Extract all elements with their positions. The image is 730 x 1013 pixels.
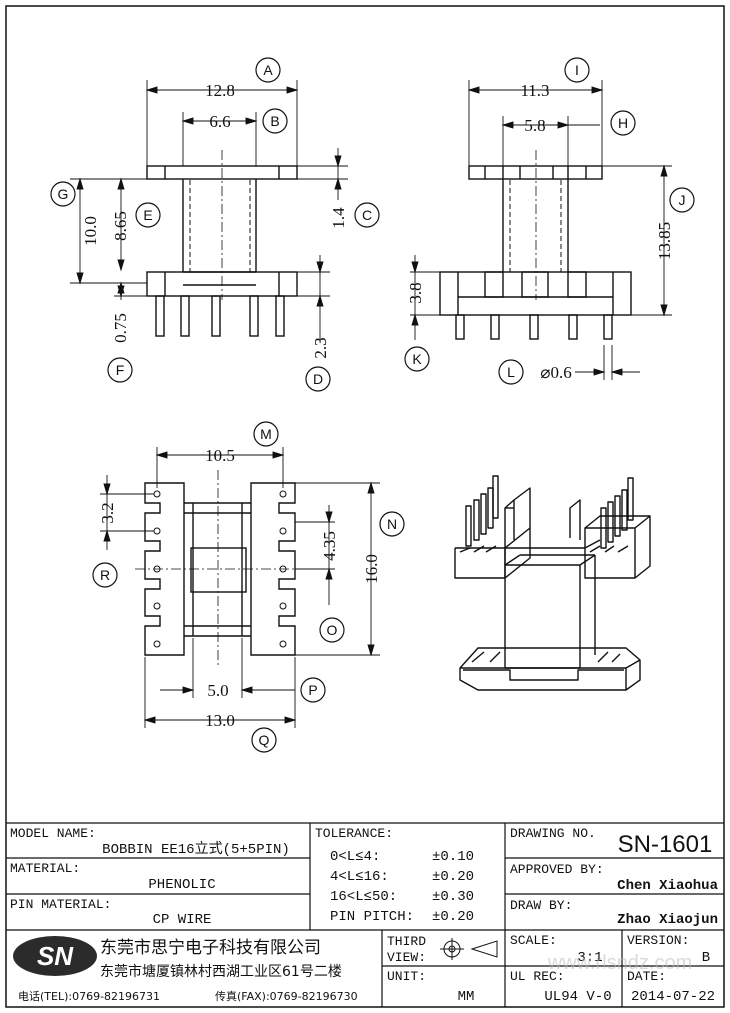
bubble-R: R (100, 567, 110, 583)
bubble-L: L (507, 364, 515, 380)
watermark: www.rlsndz.com (547, 952, 692, 974)
company-address: 东莞市塘厦镇林村西湖工业区61号二楼 (100, 963, 342, 980)
approved-by: Chen Xiaohua (617, 878, 718, 894)
side-view (439, 150, 632, 340)
scale-value: 3:1 (577, 950, 602, 966)
bubble-O: O (327, 622, 338, 638)
dim-M-value: 10.5 (205, 446, 235, 465)
tolerance-range-1: 0<L≤4: (330, 849, 380, 865)
bubble-letters: A B C D E F G H I J K L M N O P Q R (58, 62, 686, 748)
drawing-no: SN-1601 (618, 831, 713, 858)
drawing-border (5, 5, 725, 1008)
model-name-label: MODEL NAME: (10, 826, 96, 841)
bubble-M: M (260, 426, 272, 442)
bubble-P: P (308, 682, 317, 698)
dim-G-value: 10.0 (81, 216, 100, 246)
unit-value: MM (458, 989, 475, 1005)
tolerance-range-3: 16<L≤50: (330, 889, 397, 905)
third-view-label-2: VIEW: (387, 950, 426, 965)
bubble-C: C (362, 207, 372, 223)
company-fax: 传真(FAX):0769-82196730 (215, 989, 358, 1003)
dim-N-value: 16.0 (362, 554, 381, 584)
front-dimension-lines (70, 80, 348, 340)
material-value: PHENOLIC (148, 877, 215, 893)
scale-label: SCALE: (510, 933, 557, 948)
dim-L-value: ⌀0.6 (540, 363, 572, 382)
third-angle-projection-icon (440, 938, 498, 960)
company-name: 东莞市思宁电子科技有限公司 (100, 938, 321, 958)
dim-P-value: 5.0 (207, 681, 228, 700)
model-name: BOBBIN EE16立式(5+5PIN) (102, 841, 290, 858)
company-logo-text: SN (37, 941, 74, 971)
unit-label: UNIT: (387, 969, 426, 984)
dim-Q-value: 13.0 (205, 711, 235, 730)
third-view-label-1: THIRD (387, 934, 426, 949)
tolerance-value-3: ±0.30 (432, 889, 474, 905)
bottom-view (135, 470, 305, 665)
side-dimension-lines (410, 80, 672, 380)
title-block-grid (6, 822, 724, 1007)
drawing-no-label: DRAWING NO. (510, 826, 596, 841)
bubble-J: J (679, 192, 686, 208)
dim-D-value: 2.3 (311, 337, 330, 358)
dim-E-value: 8.65 (111, 211, 130, 241)
dimension-texts: 12.8 6.6 10.0 8.65 0.75 1.4 2.3 11.3 5.8… (81, 81, 674, 730)
bubble-Q: Q (259, 732, 270, 748)
draw-by-label: DRAW BY: (510, 898, 572, 913)
tolerance-range-4: PIN PITCH: (330, 909, 414, 925)
dim-O-value: 4.35 (320, 531, 339, 561)
tolerance-value-1: ±0.10 (432, 849, 474, 865)
dim-B-value: 6.6 (209, 112, 230, 131)
company-tel: 电话(TEL):0769-82196731 (18, 990, 160, 1003)
pin-material-value: CP WIRE (153, 912, 212, 928)
label-bubbles (50, 57, 695, 753)
dim-J-value: 13.85 (655, 222, 674, 260)
ul-rec-label: UL REC: (510, 969, 565, 984)
ul-rec-value: UL94 V-0 (544, 989, 611, 1005)
bubble-D: D (313, 371, 323, 387)
bubble-A: A (263, 62, 273, 78)
dim-H-value: 5.8 (524, 116, 545, 135)
tolerance-value-4: ±0.20 (432, 909, 474, 925)
approved-by-label: APPROVED BY: (510, 862, 604, 877)
tolerance-label: TOLERANCE: (315, 826, 393, 841)
version-label: VERSION: (627, 933, 689, 948)
dim-C-value: 1.4 (329, 207, 348, 229)
bubble-E: E (143, 207, 152, 223)
material-label: MATERIAL: (10, 861, 80, 876)
version-value: B (702, 950, 710, 966)
dim-K-value: 3.8 (406, 282, 425, 303)
dim-R-value: 3.2 (98, 502, 117, 523)
dim-A-value: 12.8 (205, 81, 235, 100)
draw-by: Zhao Xiaojun (617, 912, 718, 928)
pin-material-label: PIN MATERIAL: (10, 897, 111, 912)
front-view (146, 150, 298, 337)
bottom-dimension-lines (100, 447, 380, 728)
dim-I-value: 11.3 (520, 81, 549, 100)
date-value: 2014-07-22 (631, 989, 715, 1005)
bubble-G: G (58, 186, 69, 202)
date-label: DATE: (627, 969, 666, 984)
bubble-F: F (116, 362, 125, 378)
company-logo: SN (13, 936, 97, 976)
bubble-H: H (618, 115, 628, 131)
bubble-K: K (412, 351, 422, 367)
tolerance-range-2: 4<L≤16: (330, 869, 389, 885)
bubble-I: I (575, 62, 579, 78)
bubble-B: B (270, 113, 279, 129)
dim-F-value: 0.75 (111, 313, 130, 343)
isometric-view (454, 475, 651, 691)
tolerance-value-2: ±0.20 (432, 869, 474, 885)
bubble-N: N (387, 516, 397, 532)
